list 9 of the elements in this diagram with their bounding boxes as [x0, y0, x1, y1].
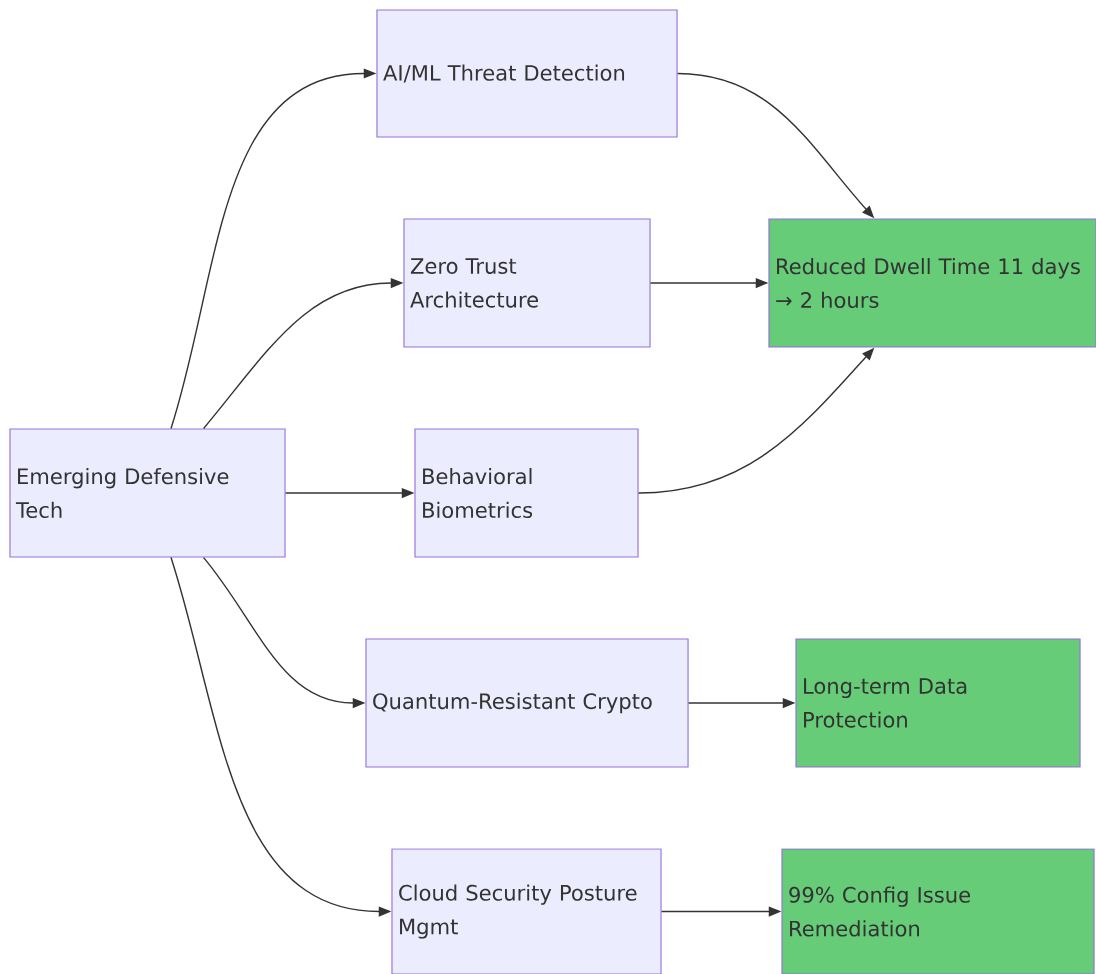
- process-box: Zero Trust Architecture: [403, 218, 651, 348]
- process-box: Cloud Security Posture Mgmt: [391, 848, 662, 974]
- process-box: AI/ML Threat Detection: [376, 9, 678, 138]
- outcome-box: Reduced Dwell Time 11 days → 2 hours: [768, 218, 1096, 348]
- process-box: Quantum-Resistant Crypto: [365, 638, 689, 768]
- process-box: Behavioral Biometrics: [414, 428, 639, 558]
- process-box: Emerging Defensive Tech: [9, 428, 286, 558]
- outcome-box: Long-term Data Protection: [795, 638, 1081, 768]
- outcome-box: 99% Config Issue Remediation: [781, 848, 1095, 974]
